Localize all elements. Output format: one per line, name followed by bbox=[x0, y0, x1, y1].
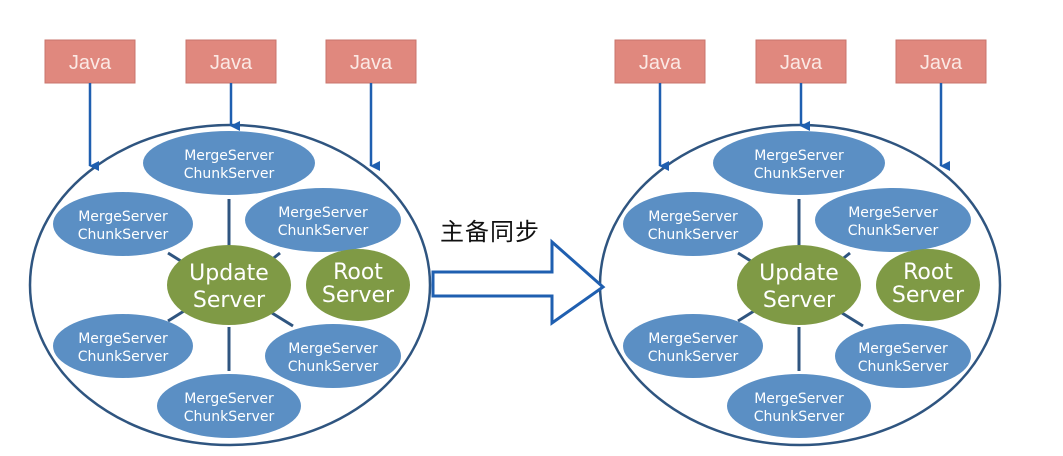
connector-line bbox=[841, 311, 864, 328]
node-label-merge: MergeServer bbox=[78, 209, 168, 225]
update-server-label-2: Server bbox=[763, 288, 836, 313]
node-label-merge: MergeServer bbox=[278, 205, 368, 221]
node-label-merge: MergeServer bbox=[184, 391, 274, 407]
update-server-label-2: Server bbox=[193, 288, 266, 313]
node-shape bbox=[727, 374, 871, 438]
node-label-chunk: ChunkServer bbox=[648, 349, 739, 365]
node-label-merge: MergeServer bbox=[754, 391, 844, 407]
node-label-chunk: ChunkServer bbox=[754, 166, 845, 182]
connector-line bbox=[737, 309, 755, 323]
java-client: Java bbox=[755, 39, 847, 131]
java-client: Java bbox=[614, 39, 706, 171]
connector-line bbox=[271, 311, 294, 328]
node-shape bbox=[835, 324, 971, 388]
node-label-chunk: ChunkServer bbox=[184, 409, 275, 425]
node-shape bbox=[265, 324, 401, 388]
java-client-box bbox=[325, 39, 417, 84]
node-shape bbox=[143, 131, 315, 195]
node-label-chunk: ChunkServer bbox=[754, 409, 845, 425]
update-server-shape bbox=[737, 245, 861, 325]
java-client-box bbox=[895, 39, 987, 84]
node-shape bbox=[53, 192, 193, 256]
node-shape bbox=[623, 192, 763, 256]
root-server-label-2: Server bbox=[892, 283, 965, 308]
root-server-label-1: Root bbox=[903, 260, 953, 285]
node-label-chunk: ChunkServer bbox=[278, 223, 369, 239]
node-label-chunk: ChunkServer bbox=[648, 227, 739, 243]
root-server-shape bbox=[306, 249, 410, 321]
node-label-merge: MergeServer bbox=[858, 341, 948, 357]
java-client-label: Java bbox=[350, 52, 393, 74]
node-label-chunk: ChunkServer bbox=[78, 227, 169, 243]
java-client-label: Java bbox=[210, 52, 253, 74]
node-label-merge: MergeServer bbox=[648, 331, 738, 347]
node-label-chunk: ChunkServer bbox=[288, 359, 379, 375]
node-label-merge: MergeServer bbox=[648, 209, 738, 225]
node-shape bbox=[623, 314, 763, 378]
java-client: Java bbox=[44, 39, 136, 171]
java-client-box bbox=[44, 39, 136, 84]
node-label-merge: MergeServer bbox=[184, 148, 274, 164]
update-server-label-1: Update bbox=[759, 261, 839, 286]
java-client-label: Java bbox=[69, 52, 112, 74]
node-label-chunk: ChunkServer bbox=[78, 349, 169, 365]
node-label-chunk: ChunkServer bbox=[184, 166, 275, 182]
node-shape bbox=[245, 188, 401, 252]
update-server-shape bbox=[167, 245, 291, 325]
sync-arrow bbox=[431, 238, 606, 326]
update-server-label-1: Update bbox=[189, 261, 269, 286]
node-label-merge: MergeServer bbox=[78, 331, 168, 347]
node-shape bbox=[53, 314, 193, 378]
node-shape bbox=[815, 188, 971, 252]
java-client-label: Java bbox=[920, 52, 963, 74]
node-shape bbox=[713, 131, 885, 195]
root-server-label-2: Server bbox=[322, 283, 395, 308]
connector-line bbox=[167, 309, 185, 323]
java-client-box bbox=[614, 39, 706, 84]
root-server-label-1: Root bbox=[333, 260, 383, 285]
node-label-merge: MergeServer bbox=[288, 341, 378, 357]
java-client-label: Java bbox=[780, 52, 823, 74]
root-server-shape bbox=[876, 249, 980, 321]
node-label-chunk: ChunkServer bbox=[848, 223, 939, 239]
node-label-merge: MergeServer bbox=[848, 205, 938, 221]
node-label-chunk: ChunkServer bbox=[858, 359, 949, 375]
node-shape bbox=[157, 374, 301, 438]
java-client: Java bbox=[325, 39, 417, 171]
java-client: Java bbox=[895, 39, 987, 171]
java-client-label: Java bbox=[639, 52, 682, 74]
node-label-merge: MergeServer bbox=[754, 148, 844, 164]
java-client-box bbox=[755, 39, 847, 84]
sync-label: 主备同步 bbox=[440, 218, 540, 246]
java-client: Java bbox=[185, 39, 277, 131]
